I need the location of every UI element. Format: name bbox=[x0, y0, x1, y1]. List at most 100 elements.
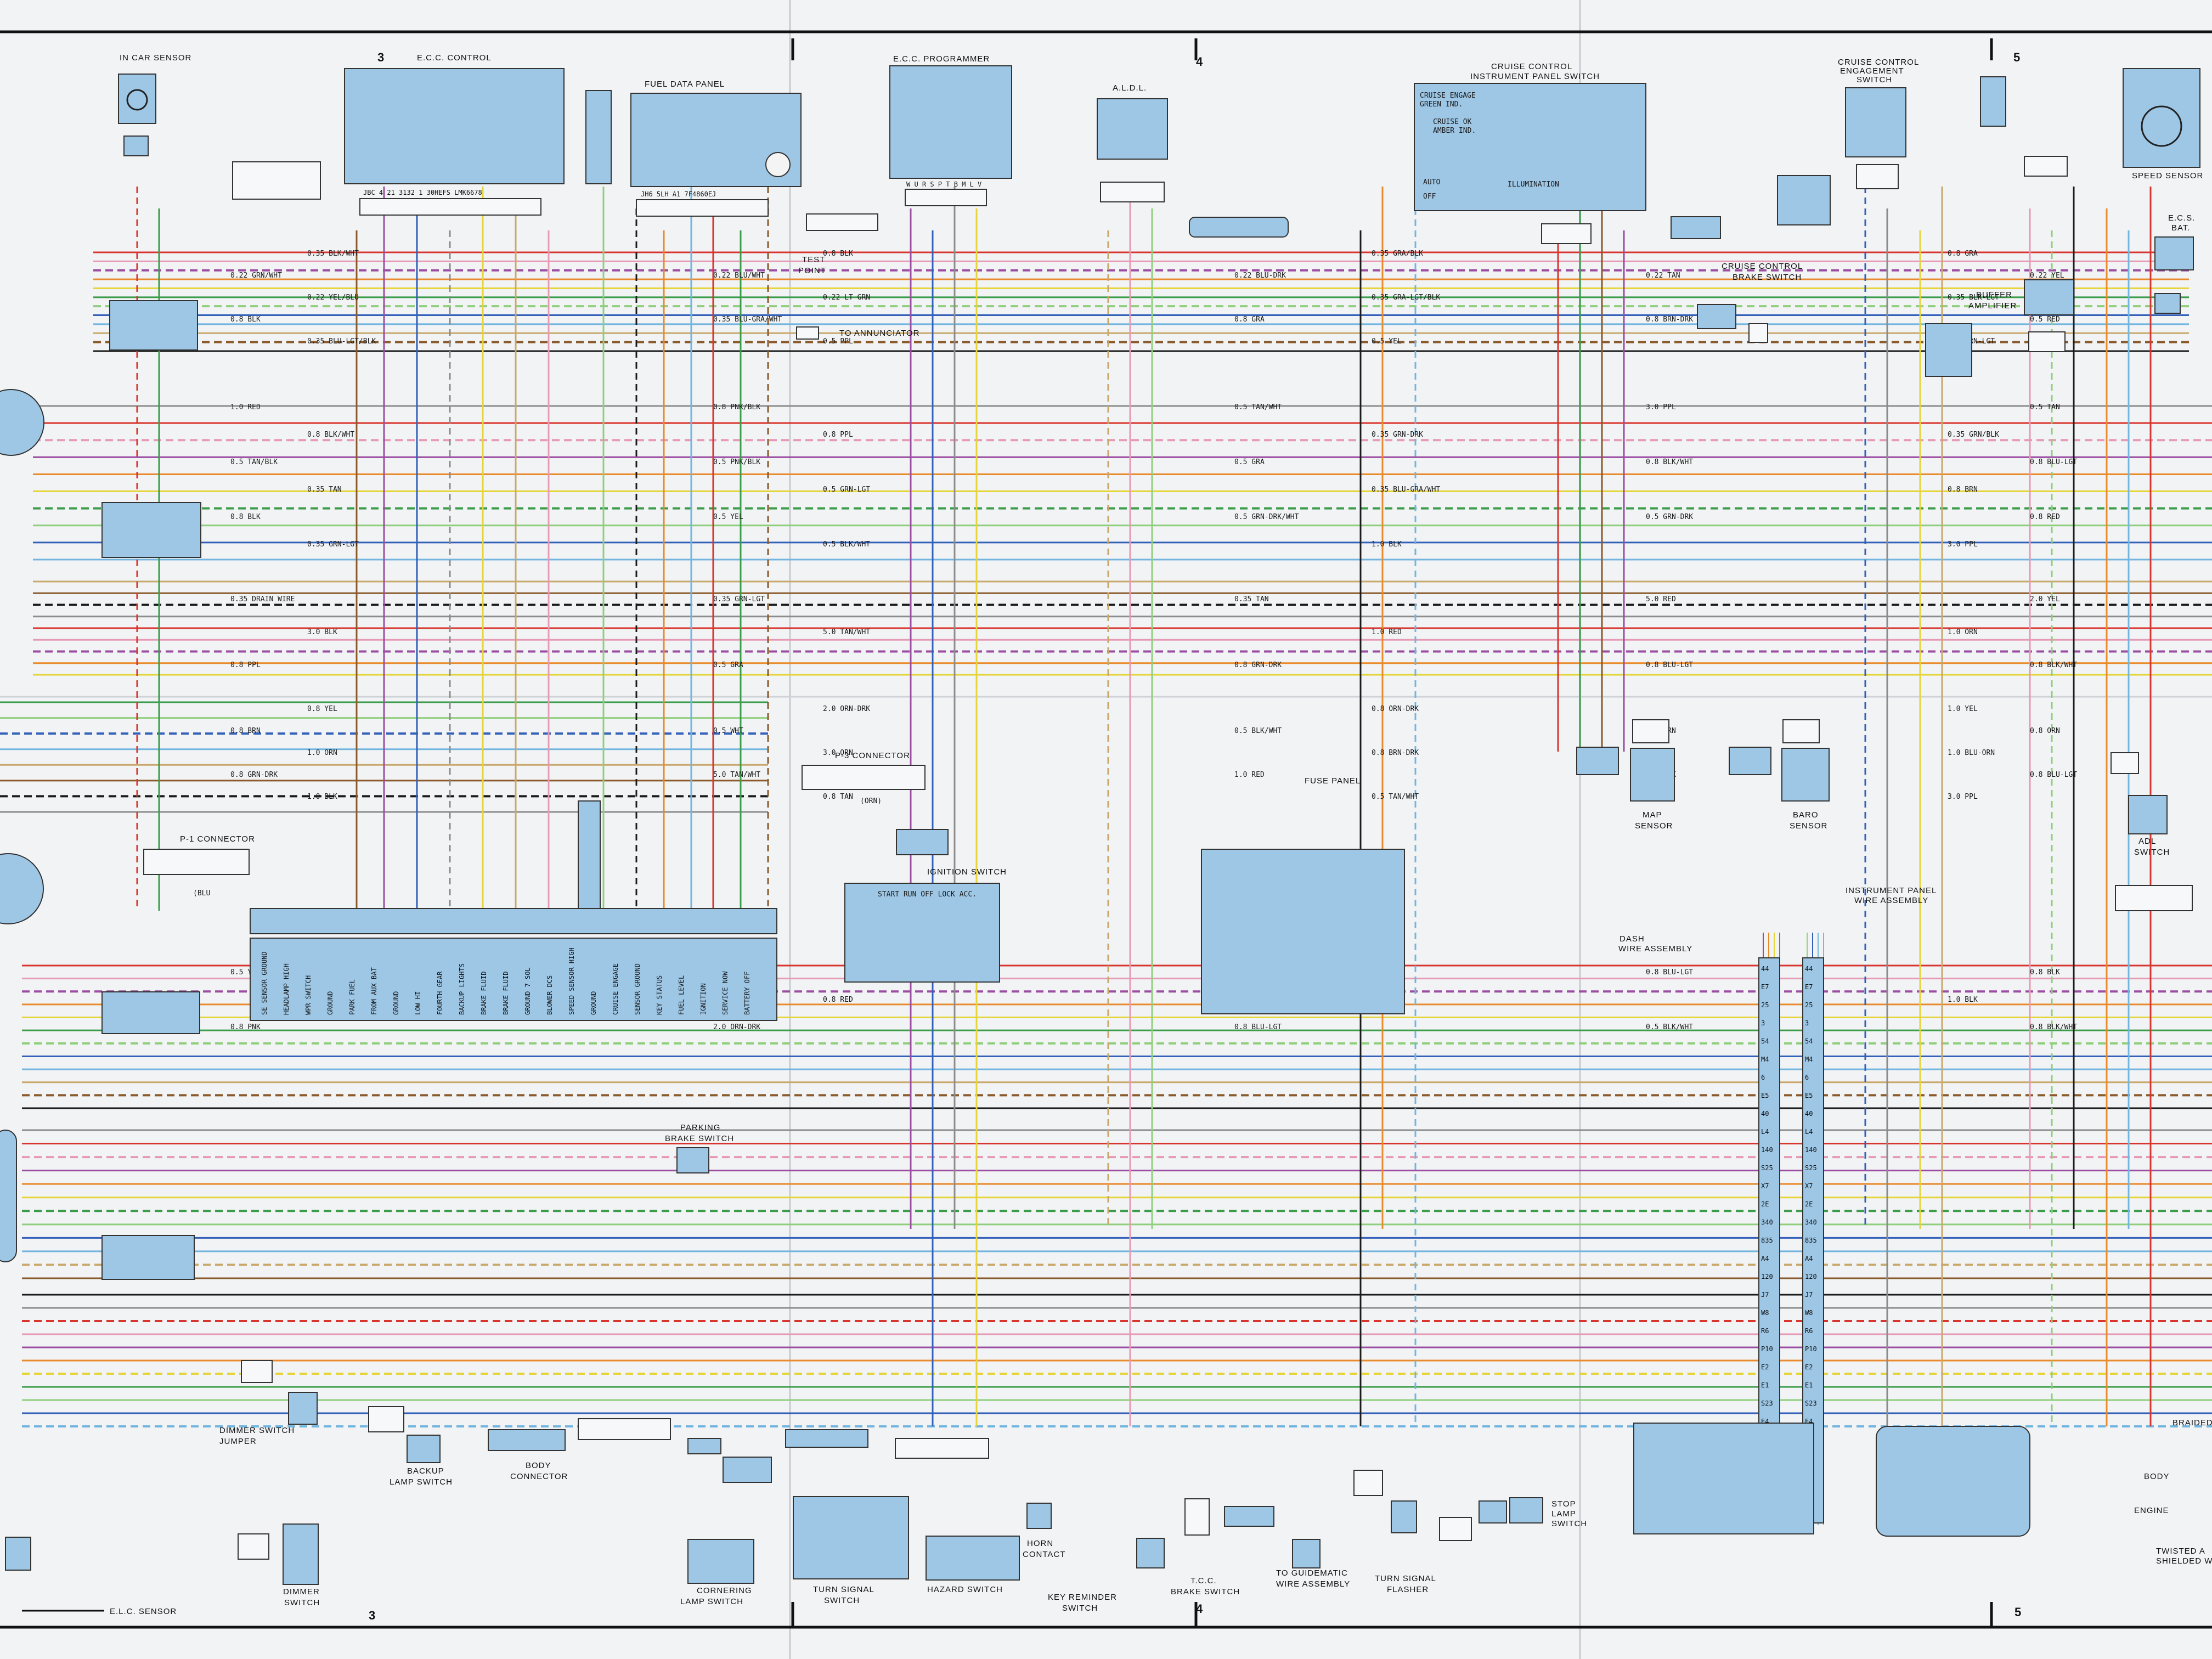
connector-block-a bbox=[232, 161, 321, 200]
wire-label: 0.8 BRN bbox=[230, 727, 261, 735]
dash-pin-label: W8 bbox=[1805, 1309, 1813, 1317]
parking-brake-title-1: PARKING bbox=[680, 1123, 720, 1132]
twisted-label-2: SHIELDED W bbox=[2156, 1556, 2212, 1566]
tcc-brake-title-2: BRAKE SWITCH bbox=[1171, 1587, 1240, 1596]
zone-number-4: 4 bbox=[1196, 55, 1203, 69]
dimmer-switch: DIMMER SWITCH bbox=[238, 1523, 320, 1607]
baro-sensor: BARO SENSOR bbox=[1729, 719, 1830, 831]
junction-block-lower-left bbox=[101, 991, 200, 1034]
body-connector-title-2: CONNECTOR bbox=[510, 1472, 568, 1481]
turn-flasher-title-2: FLASHER bbox=[1387, 1585, 1429, 1594]
dash-pin-label: 2E bbox=[1805, 1200, 1813, 1208]
ign-positions: START RUN OFF LOCK ACC. bbox=[878, 890, 977, 899]
wire-label: 0.8 BLK bbox=[230, 315, 261, 324]
horn-contact-title-2: CONTACT bbox=[1023, 1550, 1065, 1559]
dash-pin-label: L4 bbox=[1805, 1128, 1813, 1136]
hazard-switch-title: HAZARD SWITCH bbox=[927, 1585, 1003, 1594]
dash-pin-label: 340 bbox=[1805, 1218, 1817, 1226]
dash-pin-label: 3 bbox=[1761, 1019, 1765, 1027]
dash-pin-label: M4 bbox=[1761, 1056, 1769, 1063]
dash-pin-label: E1 bbox=[1805, 1381, 1813, 1389]
wire-label: 1.0 BLK bbox=[1948, 996, 1978, 1004]
wire-label: 0.35 GRN-LGT bbox=[713, 595, 765, 603]
wire-label: 0.35 GRA/BLK bbox=[1372, 250, 1423, 258]
auto-label: AUTO bbox=[1423, 178, 1440, 187]
wire-label: 0.8 PPL bbox=[823, 431, 853, 439]
stop-lamp-switch: STOP LAMP SWITCH bbox=[1439, 1497, 1587, 1541]
wire-label: 0.35 DRAIN WIRE bbox=[230, 595, 295, 603]
dash-pin-label: 2E bbox=[1761, 1200, 1769, 1208]
dimmer-switch-jumper: DIMMER SWITCH JUMPER bbox=[219, 1360, 318, 1446]
dash-pin-label: S23 bbox=[1805, 1400, 1817, 1407]
bulkhead-connector-left bbox=[1633, 1423, 1814, 1534]
dimmer-jumper-title-2: JUMPER bbox=[219, 1437, 257, 1446]
turn-signal-switch: TURN SIGNAL SWITCH bbox=[785, 1429, 989, 1605]
cruise-instrument-panel-switch: CRUISE CONTROL INSTRUMENT PANEL SWITCH C… bbox=[1414, 62, 1721, 244]
wire-label: 0.8 GRA bbox=[1948, 250, 1978, 258]
wire-label: 0.35 GRN/BLK bbox=[1948, 431, 1999, 439]
adl-switch-title-1: ADL bbox=[2138, 837, 2156, 846]
wire-label: 0.5 GRN-DRK/WHT bbox=[1234, 513, 1299, 521]
horn-contact-title-1: HORN bbox=[1027, 1539, 1053, 1548]
ecs-bat-label-1: E.C.S. bbox=[2168, 213, 2195, 223]
dash-pin-label: E5 bbox=[1805, 1092, 1813, 1099]
wire-label: 0.5 RED bbox=[2030, 315, 2060, 324]
function-label: BRAKE FLUID bbox=[502, 972, 510, 1015]
speed-sensor-title: SPEED SENSOR bbox=[2132, 171, 2203, 180]
twisted-label-1: TWISTED A bbox=[2156, 1547, 2205, 1556]
wire-label: 0.22 GRN/WHT bbox=[230, 272, 282, 280]
cruise-engage-ind-2: GREEN IND. bbox=[1420, 100, 1463, 109]
dash-pin-label: 6 bbox=[1761, 1074, 1765, 1081]
wire-label: 1.0 BLK bbox=[307, 793, 337, 801]
dash-pin-label: E5 bbox=[1761, 1092, 1769, 1099]
p3-orn-label: (ORN) bbox=[860, 797, 882, 805]
cornering-lamp-title-1: CORNERING bbox=[697, 1586, 752, 1595]
p1-connector bbox=[143, 849, 250, 875]
bulkhead-connector-right bbox=[1876, 1426, 2030, 1537]
dash-pin-label: 340 bbox=[1761, 1218, 1773, 1226]
function-label: SPEED SENSOR HIGH bbox=[568, 947, 575, 1015]
ip-wire-label-2: WIRE ASSEMBLY bbox=[1854, 896, 1928, 905]
hazard-switch: HAZARD SWITCH bbox=[926, 1536, 1020, 1594]
border bbox=[0, 30, 2212, 1629]
wire-label: 0.5 TAN/WHT bbox=[1234, 403, 1282, 411]
dash-pin-label: 3 bbox=[1805, 1019, 1809, 1027]
elc-connector bbox=[5, 1537, 31, 1571]
dash-pin-label: X7 bbox=[1761, 1182, 1769, 1190]
turn-signal-flasher: TURN SIGNAL FLASHER bbox=[1353, 1470, 1436, 1594]
test-point-label-2: POINT bbox=[798, 266, 826, 275]
function-label: WPR SWITCH bbox=[304, 975, 312, 1015]
wire-label: 0.5 TAN bbox=[2030, 403, 2060, 411]
function-label: SENSOR GROUND bbox=[634, 963, 641, 1015]
dimmer-switch-title-2: SWITCH bbox=[284, 1598, 320, 1607]
wire-label: 0.22 BLU/WHT bbox=[713, 272, 765, 280]
wire-label: 0.35 TAN bbox=[1234, 595, 1269, 603]
tcc-brake-title-1: T.C.C. bbox=[1190, 1576, 1217, 1585]
fuse-panel: FUSE PANEL bbox=[1201, 776, 1405, 1014]
key-reminder-title-2: SWITCH bbox=[1062, 1604, 1098, 1613]
wire-label: 0.5 TAN/BLK bbox=[230, 458, 278, 466]
wire-label: 0.8 BLK/WHT bbox=[2030, 661, 2077, 669]
map-sensor-title-2: SENSOR bbox=[1635, 821, 1673, 831]
ecc-control: E.C.C. CONTROL JBC 4 21 3132 1 30HEFS LM… bbox=[344, 53, 565, 216]
dash-pin-label: 835 bbox=[1761, 1237, 1773, 1244]
backup-lamp-switch: BACKUP LAMP SWITCH bbox=[368, 1406, 452, 1487]
dash-pin-label: E2 bbox=[1805, 1363, 1813, 1371]
test-point-label-1: TEST bbox=[802, 255, 825, 264]
wire-label: 3.0 PPL bbox=[1948, 540, 1978, 549]
speed-sensor: SPEED SENSOR bbox=[1980, 68, 2203, 180]
cruise-engage-title-1: CRUISE CONTROL bbox=[1838, 58, 1919, 67]
wire-label: 0.8 RED bbox=[2030, 513, 2060, 521]
function-label: BACKUP LIGHTS bbox=[458, 963, 466, 1015]
key-reminder-switch: KEY REMINDER SWITCH bbox=[1048, 1593, 1116, 1613]
wire-label: 0.5 YEL bbox=[1372, 337, 1402, 346]
function-label: SE SENSOR GROUND bbox=[261, 951, 268, 1015]
wire-label: 0.5 YEL bbox=[713, 513, 743, 521]
function-label: CRUISE ENGAGE bbox=[612, 963, 619, 1015]
cruise-engage-title-3: SWITCH bbox=[1857, 75, 1892, 84]
wire-label: 0.8 BLU-LGT bbox=[2030, 458, 2077, 466]
dash-pin-label: S23 bbox=[1761, 1400, 1773, 1407]
dash-pin-label: 54 bbox=[1805, 1037, 1813, 1045]
